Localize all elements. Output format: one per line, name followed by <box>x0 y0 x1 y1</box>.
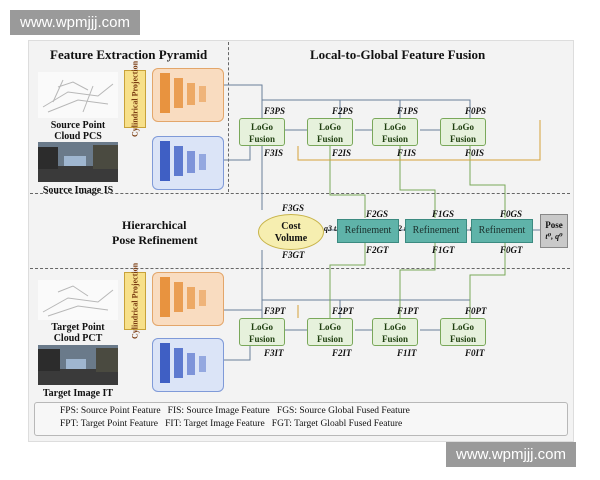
cyl-projection-source: Cylindrical Projection <box>124 61 146 137</box>
sym-ps-3: F3PS <box>264 106 286 116</box>
sym-is-3: F3IS <box>264 148 284 158</box>
target-image-label: Target Image IT <box>42 388 114 399</box>
sym-ps-0: F0PS <box>465 106 487 116</box>
watermark-bottom: www.wpmjjj.com <box>446 442 577 467</box>
cyl-projection-target: Cylindrical Projection <box>124 263 146 339</box>
sym-is-1: F1IS <box>397 148 417 158</box>
watermark-top: www.wpmjjj.com <box>10 10 141 35</box>
refinement-0: Refinement <box>471 219 533 243</box>
target-point-cloud-image <box>38 280 118 320</box>
sym-qt-2: q2 t2 <box>394 224 411 233</box>
refinement-1: Refinement <box>405 219 467 243</box>
refinement-2: Refinement <box>337 219 399 243</box>
sym-gt-1: F1GT <box>432 245 455 255</box>
sym-gt-3: F3GT <box>282 250 305 260</box>
legend-fgs: FGS: Source Global Fused Feature <box>276 406 410 416</box>
legend-fis: FIS: Source Image Feature <box>167 406 270 416</box>
sym-it-1: F1IT <box>397 348 417 358</box>
title-local-global: Local-to-Global Feature Fusion <box>310 47 486 62</box>
sym-it-2: F2IT <box>332 348 352 358</box>
legend-fit: FIT: Target Image Feature <box>165 419 265 429</box>
divider-vertical <box>228 42 229 192</box>
sym-is-0: F0IS <box>465 148 485 158</box>
title-hierarchical: Hierarchical <box>122 218 187 232</box>
source-point-cloud-image <box>38 72 118 118</box>
source-image <box>38 142 118 182</box>
source-pc-label-2: Cloud PCS <box>54 131 102 142</box>
sym-gs-3: F3GS <box>282 203 305 213</box>
sym-gs-1: F1GS <box>432 209 455 219</box>
sym-is-2: F2IS <box>332 148 352 158</box>
source-pc-label-1: Source Point <box>50 120 106 131</box>
legend-box <box>34 402 568 436</box>
sym-pt-0: F0PT <box>465 306 487 316</box>
sym-it-3: F3IT <box>264 348 284 358</box>
source-image-label: Source Image IS <box>42 185 114 196</box>
target-pc-label-2: Cloud PCT <box>53 333 103 344</box>
title-feature-pyramid: Feature Extraction Pyramid <box>50 47 208 62</box>
sym-pt-2: F2PT <box>332 306 354 316</box>
legend-row-1: FPS: Source Point Feature FIS: Source Im… <box>60 406 410 416</box>
sym-ps-1: F1PS <box>397 106 419 116</box>
target-pc-label-1: Target Point <box>51 322 105 333</box>
sym-gs-2: F2GS <box>366 209 389 219</box>
title-pose-refinement: Pose Refinement <box>112 233 198 247</box>
target-image <box>38 345 118 385</box>
sym-pt-3: F3PT <box>264 306 286 316</box>
sym-gs-0: F0GS <box>500 209 523 219</box>
legend-fpt: FPT: Target Point Feature <box>60 419 158 429</box>
legend-fgt: FGT: Target Gloabl Fused Feature <box>271 419 403 429</box>
sym-qt-1: q1 t1 <box>460 224 477 233</box>
legend-fps: FPS: Source Point Feature <box>60 406 161 416</box>
sym-ps-2: F2PS <box>332 106 354 116</box>
divider-top <box>30 193 570 194</box>
sym-gt-0: F0GT <box>500 245 523 255</box>
sym-qt-3: q3 t3 <box>324 224 341 233</box>
sym-gt-2: F2GT <box>366 245 389 255</box>
sym-pt-1: F1PT <box>397 306 419 316</box>
legend-row-2: FPT: Target Point Feature FIT: Target Im… <box>60 419 402 429</box>
sym-it-0: F0IT <box>465 348 485 358</box>
divider-bottom <box>30 268 570 269</box>
